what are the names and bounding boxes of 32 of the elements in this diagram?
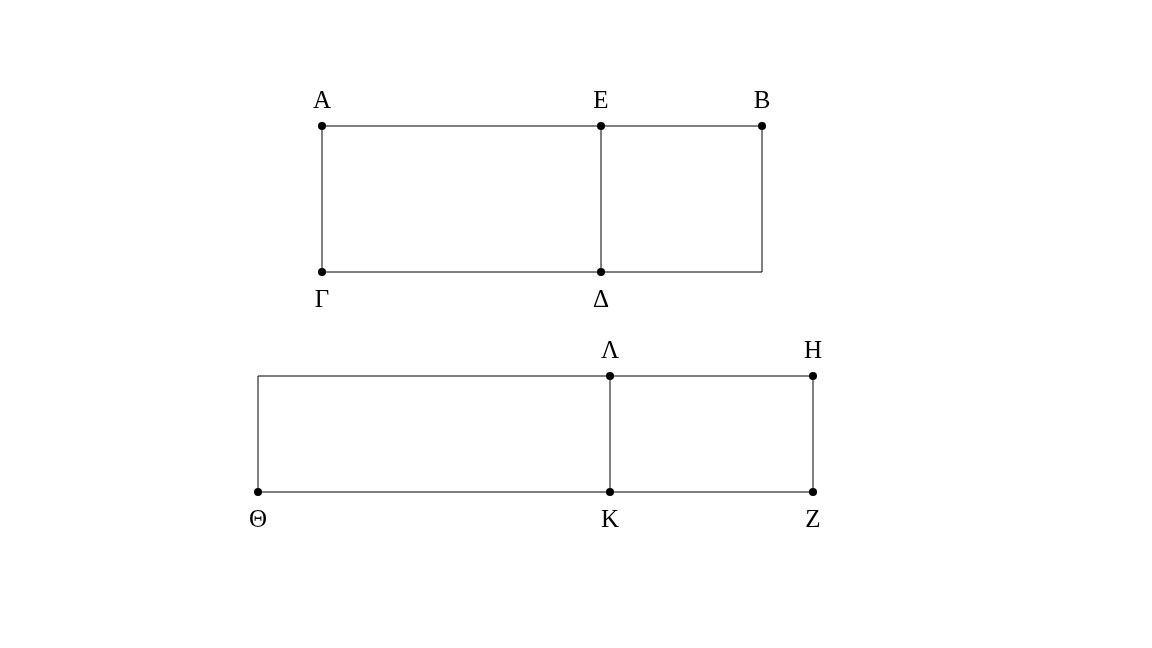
point-label: Ε [593, 87, 609, 112]
line-segment [321, 129, 323, 269]
line-segment [325, 271, 598, 273]
line-segment [609, 379, 611, 489]
point-dot [606, 488, 614, 496]
line-segment [613, 375, 810, 377]
point-label: Λ [600, 337, 620, 362]
point-dot [597, 268, 605, 276]
point-dot [597, 122, 605, 130]
point-label: Κ [600, 506, 620, 531]
point-dot [254, 488, 262, 496]
line-segment [812, 379, 814, 489]
point-label: Θ [248, 506, 268, 531]
line-segment [325, 125, 598, 127]
point-dot [606, 372, 614, 380]
point-label: Δ [592, 286, 610, 311]
line-segment [600, 129, 602, 269]
point-label: Α [312, 87, 332, 112]
point-dot [318, 122, 326, 130]
point-label: Γ [314, 286, 330, 311]
line-segment [257, 375, 607, 489]
line-segment [261, 491, 607, 493]
line-segment [604, 125, 759, 127]
line-segment [604, 129, 763, 273]
point-dot [318, 268, 326, 276]
point-dot [809, 372, 817, 380]
point-label: Η [803, 337, 823, 362]
point-label: Ζ [805, 506, 821, 531]
line-segment [613, 491, 810, 493]
point-label: Β [753, 87, 771, 112]
point-dot [758, 122, 766, 130]
point-dot [809, 488, 817, 496]
